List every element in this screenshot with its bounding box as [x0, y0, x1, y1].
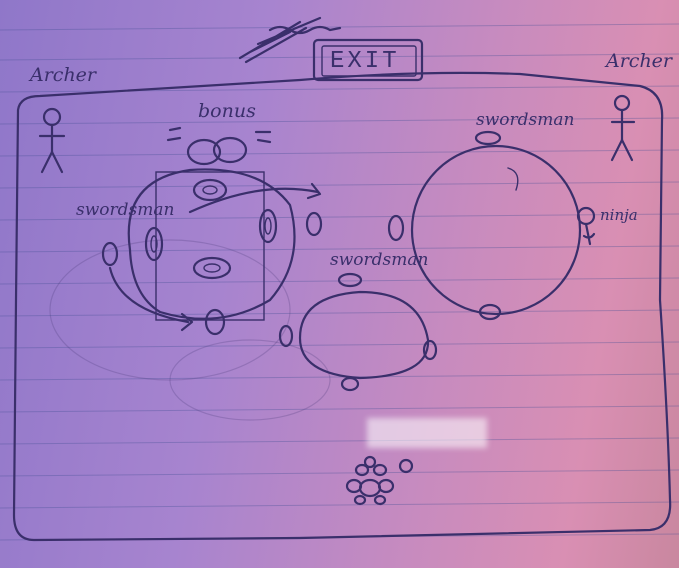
scribble-mark [238, 16, 342, 64]
right-encounter [387, 130, 596, 321]
archer-right-label: Archer [606, 50, 673, 72]
bonus-label: bonus [198, 100, 256, 122]
room-wall [12, 71, 672, 542]
swordsman-right-label: swordsman [476, 110, 575, 130]
left-encounter [101, 168, 323, 336]
light-glare [367, 418, 487, 448]
stick-figure-icon [38, 107, 66, 174]
token-cluster [345, 455, 414, 506]
swordsman-left-label: swordsman [76, 200, 175, 220]
coin-pile-icon [166, 126, 272, 166]
stick-figure-icon [610, 94, 636, 162]
exit-label: EXIT [330, 48, 400, 75]
exit-door [312, 38, 424, 82]
token-icon [576, 206, 596, 246]
archer-left-label: Archer [30, 64, 97, 86]
center-encounter [278, 272, 438, 392]
ninja-label: ninja [600, 206, 638, 224]
swordsman-center-label: swordsman [330, 250, 429, 270]
